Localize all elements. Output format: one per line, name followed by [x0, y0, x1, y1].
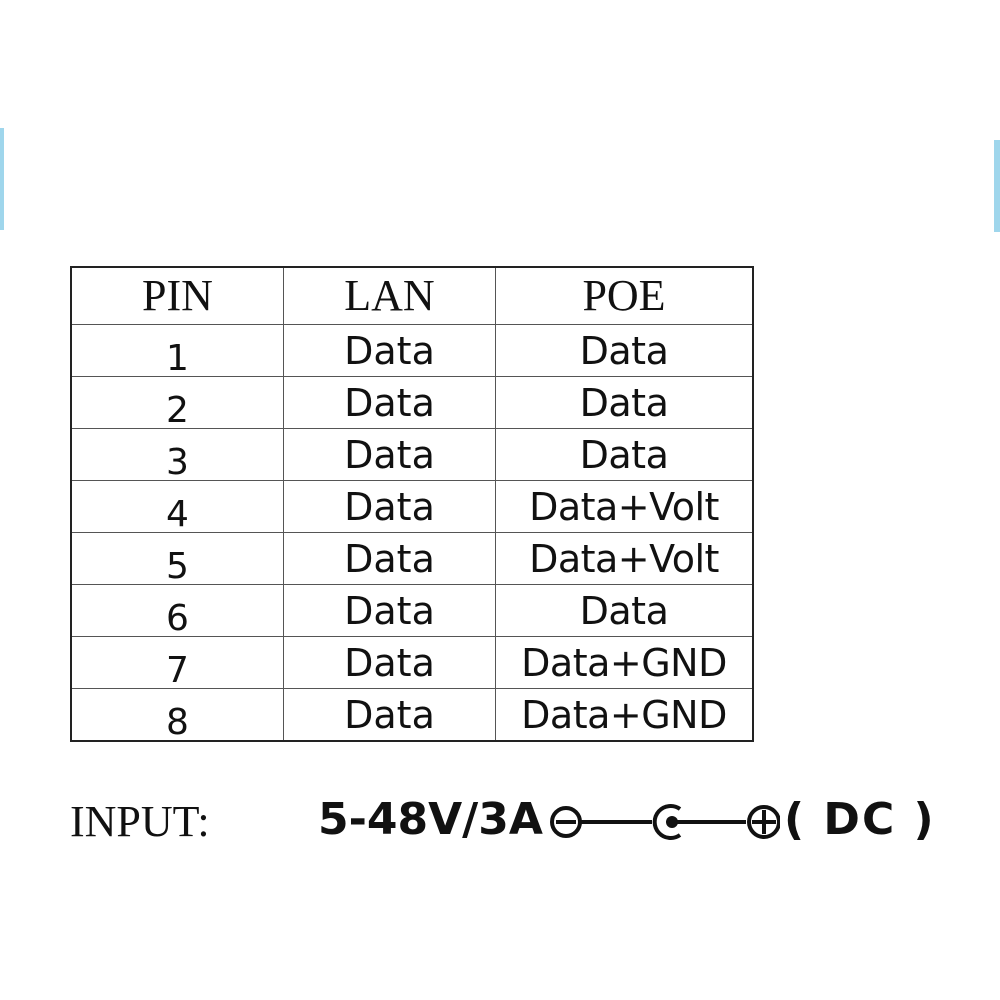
pin-number: 1 [70, 324, 284, 377]
pin-number: 3 [70, 428, 284, 481]
poe-function: Data+GND [495, 636, 754, 689]
pin-number: 2 [70, 376, 284, 429]
edge-decoration-right [994, 140, 1000, 232]
poe-function: Data+Volt [495, 532, 754, 585]
table-row: 7 Data Data+GND [70, 636, 754, 689]
table-row: 5 Data Data+Volt [70, 532, 754, 585]
input-voltage-current: 5-48V/3A [318, 794, 543, 845]
header-pin: PIN [70, 266, 284, 325]
table-row: 3 Data Data [70, 428, 754, 481]
pin-number: 6 [70, 584, 284, 637]
poe-function: Data [495, 428, 754, 481]
lan-function: Data [283, 584, 496, 637]
input-label: INPUT: [70, 797, 210, 846]
table-row: 8 Data Data+GND [70, 688, 754, 742]
table-row: 6 Data Data [70, 584, 754, 637]
table-row: 4 Data Data+Volt [70, 480, 754, 533]
lan-function: Data [283, 324, 496, 377]
poe-function: Data [495, 376, 754, 429]
poe-function: Data [495, 324, 754, 377]
lan-function: Data [283, 688, 496, 742]
poe-function: Data [495, 584, 754, 637]
lan-function: Data [283, 428, 496, 481]
pin-number: 7 [70, 636, 284, 689]
dc-polarity-icon [550, 804, 780, 840]
pinout-table: PIN LAN POE 1 Data Data 2 Data Data 3 Da… [70, 266, 754, 742]
pin-number: 5 [70, 532, 284, 585]
table-row: 1 Data Data [70, 324, 754, 377]
poe-function: Data+GND [495, 688, 754, 742]
poe-function: Data+Volt [495, 480, 754, 533]
header-poe: POE [495, 266, 754, 325]
table-row: 2 Data Data [70, 376, 754, 429]
lan-function: Data [283, 532, 496, 585]
power-input-spec: INPUT: 5-48V/3A ( DC ) [70, 792, 970, 852]
lan-function: Data [283, 636, 496, 689]
header-lan: LAN [283, 266, 496, 325]
pin-number: 4 [70, 480, 284, 533]
lan-function: Data [283, 480, 496, 533]
table-header-row: PIN LAN POE [70, 266, 754, 325]
current-type-label: ( DC ) [784, 794, 936, 845]
edge-decoration-left [0, 128, 4, 230]
pin-number: 8 [70, 688, 284, 742]
lan-function: Data [283, 376, 496, 429]
